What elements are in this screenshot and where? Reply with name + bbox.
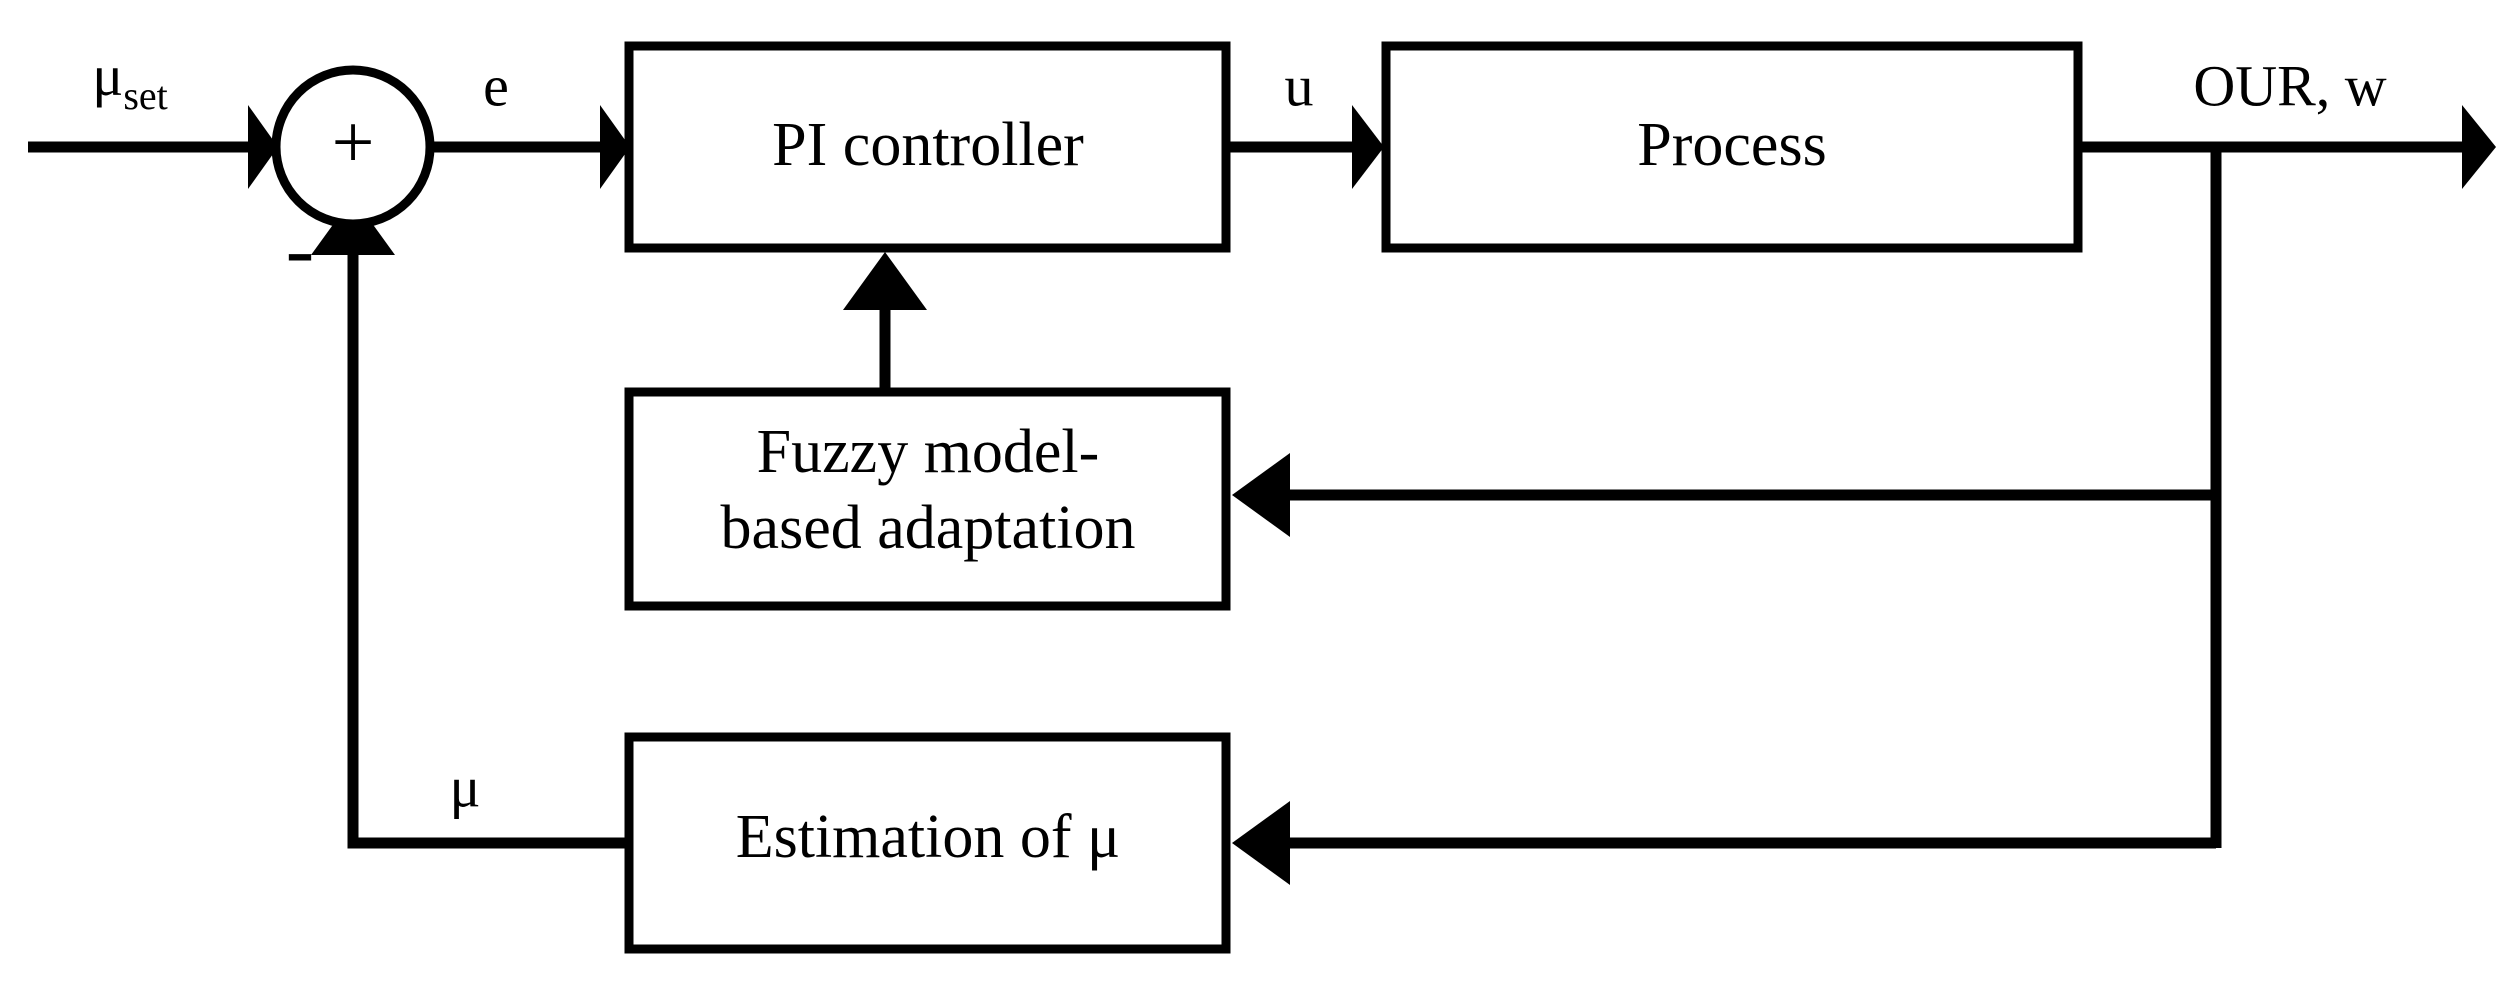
block-process-rect[interactable] (1381, 41, 2083, 253)
block-pi-controller-rect[interactable] (624, 41, 1231, 253)
block-process-label: Process (1637, 111, 1826, 179)
block-fuzzy-adaptation-label-line1: Fuzzy model- (757, 418, 1100, 486)
arrow-head-estimation-input (1232, 801, 1290, 885)
block-pi-controller-label: PI controller (772, 111, 1084, 179)
block-estimation-label: Estimation of μ (736, 803, 1121, 871)
arrow-head-fuzzy-input (1232, 453, 1290, 537)
block-fuzzy-adaptation-rect[interactable] (624, 387, 1231, 611)
summing-junction[interactable] (271, 65, 435, 229)
signal-label-output: OUR, w (2193, 53, 2386, 118)
block-estimation-rect[interactable] (624, 732, 1231, 954)
svg-text:μset: μset (92, 43, 168, 118)
wire-setpoint-to-sum (28, 105, 278, 189)
arrow-head-output (2462, 105, 2496, 189)
block-fuzzy-adaptation-label-line2: based adaptation (721, 494, 1136, 562)
wire-feedback-to-fuzzy (1232, 453, 2216, 537)
arrow-head-error (600, 105, 630, 189)
block-fuzzy-adaptation[interactable]: Fuzzy model- based adaptation (624, 387, 1231, 611)
signal-label-error: e (483, 53, 509, 118)
block-process[interactable]: Process (1381, 41, 2083, 253)
arrow-head-pi-adaptation (843, 252, 927, 310)
summing-junction-minus-sign: - (286, 201, 315, 297)
signal-label-estimated-mu: μ (449, 754, 480, 819)
arrow-head-control-input (1352, 105, 1384, 189)
summing-junction-plus-sign: + (332, 100, 375, 184)
wire-pi-to-process (1230, 105, 1384, 189)
arrow-head-setpoint (248, 105, 278, 189)
wire-process-output (2082, 105, 2496, 189)
signal-setpoint-base: μ (92, 43, 123, 108)
wire-sum-to-pi (433, 105, 630, 189)
block-pi-controller[interactable]: PI controller (624, 41, 1231, 253)
signal-label-control-input: u (1285, 53, 1314, 118)
wire-feedback-to-estimation (1232, 801, 2216, 885)
signal-setpoint-subscript: set (123, 73, 167, 118)
signal-label-setpoint: μset (92, 43, 168, 118)
block-estimation[interactable]: Estimation of μ (624, 732, 1231, 954)
wire-fuzzy-to-pi (843, 252, 927, 388)
wire-estimation-to-sum (311, 197, 625, 849)
